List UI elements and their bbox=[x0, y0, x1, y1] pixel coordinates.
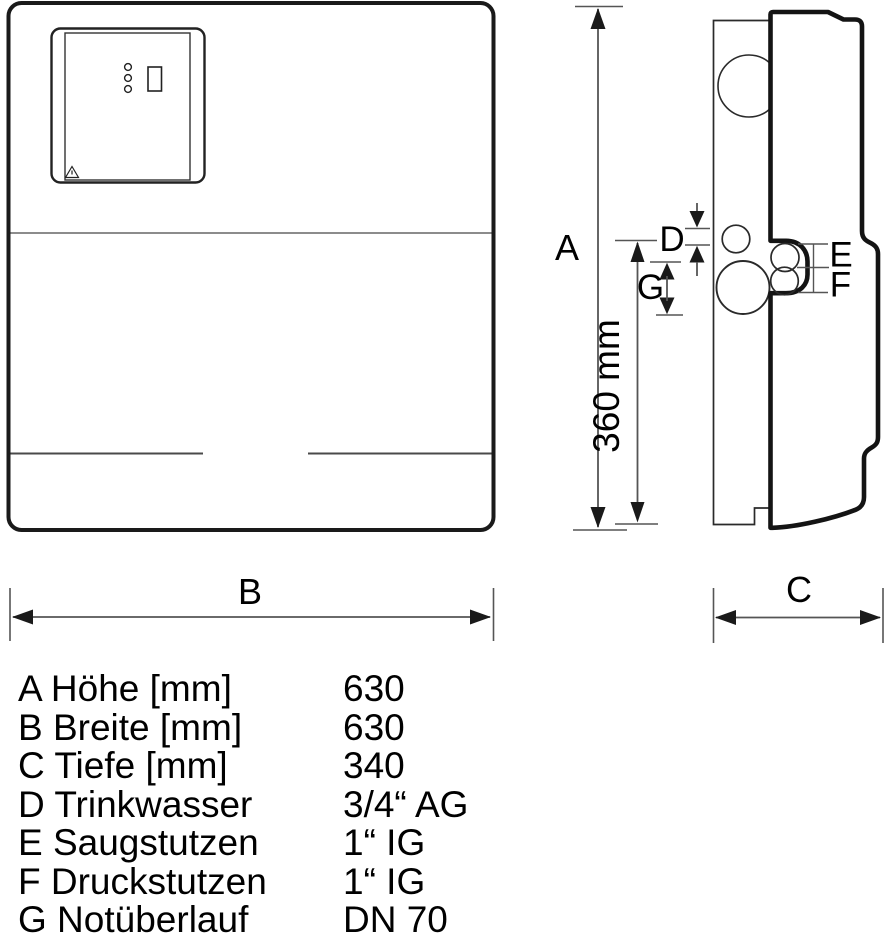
dimension-e-f: E F bbox=[797, 236, 853, 305]
dim-label-g: G bbox=[637, 268, 664, 307]
spec-value: 630 bbox=[343, 706, 405, 748]
dim-label-d: D bbox=[659, 220, 684, 259]
spec-row-a: A Höhe [mm] 630 bbox=[18, 668, 868, 709]
dimension-b-width: B bbox=[9, 571, 495, 641]
spec-label: D Trinkwasser bbox=[18, 783, 253, 825]
spec-value: 630 bbox=[343, 668, 405, 709]
spec-row-b: B Breite [mm] 630 bbox=[18, 706, 868, 748]
side-view bbox=[712, 9, 881, 531]
arrowhead-down-icon bbox=[659, 297, 675, 315]
dim-label-a: A bbox=[555, 227, 579, 268]
arrowhead-up-icon bbox=[630, 241, 645, 262]
led-indicator-icon bbox=[123, 62, 133, 72]
arrowhead-left-icon bbox=[12, 609, 33, 625]
spec-row-f: F Druckstutzen 1“ IG bbox=[18, 860, 868, 902]
arrowhead-up-icon bbox=[590, 8, 606, 29]
arrowhead-left-icon bbox=[715, 610, 736, 625]
spec-value: 1“ IG bbox=[343, 822, 426, 863]
arrowhead-down-icon bbox=[590, 507, 606, 528]
spec-label: F Druckstutzen bbox=[18, 860, 267, 902]
display-window bbox=[147, 66, 163, 92]
dim-label-f: F bbox=[830, 266, 851, 305]
port-circle-f-druckstutzen bbox=[769, 266, 800, 296]
dim-label-b: B bbox=[238, 571, 262, 612]
spec-row-e: E Saugstutzen 1“ IG bbox=[18, 822, 868, 863]
dimension-360mm: 360 mm bbox=[586, 239, 658, 525]
port-circle-g-notueberlauf bbox=[715, 260, 771, 315]
port-circle-e-saugstutzen bbox=[770, 242, 800, 273]
spec-value: 1“ IG bbox=[343, 860, 426, 902]
led-indicator-icon bbox=[123, 84, 133, 94]
spec-label: A Höhe [mm] bbox=[18, 668, 232, 709]
spec-row-c: C Tiefe [mm] 340 bbox=[18, 745, 868, 786]
control-panel-outline bbox=[50, 27, 206, 184]
port-circle-d-trinkwasser bbox=[721, 224, 751, 254]
dimension-a-height: A bbox=[555, 5, 627, 531]
spec-label: G Notüberlauf bbox=[18, 899, 249, 940]
arrowhead-up-icon bbox=[689, 245, 705, 263]
dim-label-e: E bbox=[829, 236, 852, 275]
arrowhead-down-icon bbox=[630, 502, 645, 523]
spec-value: 3/4“ AG bbox=[343, 783, 469, 825]
dimension-d: D bbox=[659, 203, 710, 276]
dim-label-360mm: 360 mm bbox=[586, 319, 627, 453]
control-panel-inner-frame bbox=[64, 32, 191, 181]
spec-label: E Saugstutzen bbox=[18, 822, 259, 863]
dimension-g: G bbox=[637, 261, 683, 316]
arrowhead-right-icon bbox=[860, 610, 881, 625]
arrowhead-down-icon bbox=[689, 211, 705, 228]
spec-row-d: D Trinkwasser 3/4“ AG bbox=[18, 783, 868, 825]
side-view-back-panel bbox=[712, 19, 769, 526]
front-view bbox=[6, 1, 496, 532]
spec-label: C Tiefe [mm] bbox=[18, 745, 228, 786]
arrowhead-right-icon bbox=[470, 609, 491, 625]
control-panel bbox=[50, 27, 206, 184]
arrowhead-up-icon bbox=[659, 262, 675, 280]
spec-value: 340 bbox=[343, 745, 405, 786]
spec-value: DN 70 bbox=[343, 899, 448, 940]
spec-table: A Höhe [mm] 630 B Breite [mm] 630 C Tief… bbox=[18, 668, 868, 940]
spec-label: B Breite [mm] bbox=[18, 706, 243, 748]
led-indicator-icon bbox=[123, 73, 133, 83]
side-view-shell-outline bbox=[768, 9, 881, 531]
warning-triangle-icon bbox=[64, 165, 80, 179]
spec-row-g: G Notüberlauf DN 70 bbox=[18, 899, 868, 940]
dimension-c-depth: C bbox=[712, 569, 884, 643]
dim-label-c: C bbox=[786, 569, 812, 610]
